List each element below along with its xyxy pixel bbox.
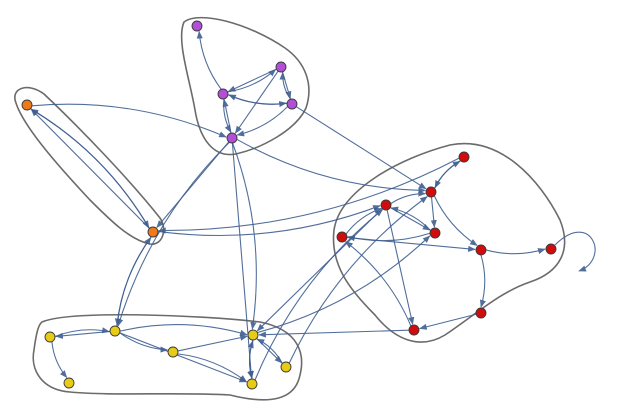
node-R7: [475, 307, 487, 319]
edge-P4-P5: [236, 106, 289, 137]
edge-R2-R1: [433, 160, 461, 189]
node-Y4: [247, 329, 259, 341]
node-Y5: [246, 378, 258, 390]
edge-Y5-R9: [254, 209, 384, 381]
edge-R1-R2: [434, 160, 461, 189]
node-P4: [286, 98, 298, 110]
edge-P5-R2: [236, 138, 426, 194]
node-R2: [425, 186, 437, 198]
edge-Y4-Y6: [256, 338, 283, 364]
edge-R4-R9: [345, 207, 382, 235]
edge-Y6-Y4: [256, 338, 283, 364]
edge-P5-Y2: [117, 141, 230, 327]
node-R3: [429, 227, 441, 239]
edge-Y7-Y5: [177, 353, 248, 383]
yellow-cluster-hull: [32, 313, 303, 401]
node-R5: [475, 244, 487, 256]
orange-cluster-hull: [14, 86, 165, 245]
node-Y2: [109, 325, 121, 337]
edge-Y4-R3: [257, 235, 431, 334]
edge-Y2-Y5: [119, 332, 248, 383]
node-R8: [408, 324, 420, 336]
edge-R9-R8: [386, 209, 415, 325]
node-layer: [21, 20, 557, 390]
node-P1: [191, 20, 203, 32]
edge-O2-R9: [157, 205, 381, 237]
edge-R3-R4: [347, 232, 431, 242]
edge-R9-Y4: [256, 208, 383, 332]
node-O2: [147, 226, 159, 238]
edge-R1-O2: [158, 157, 460, 234]
purple-cluster-hull: [180, 16, 310, 156]
edge-P3-P1: [196, 30, 222, 90]
edge-P5-Y5: [231, 142, 255, 379]
edge-R2-R3: [430, 196, 437, 228]
node-Y6: [280, 361, 292, 373]
red-cluster-hull: [332, 142, 566, 343]
edge-P4-R2: [295, 106, 427, 190]
edge-R8-R4: [345, 241, 412, 327]
node-Y3: [63, 377, 75, 389]
edge-R2-R5: [433, 195, 478, 246]
edge-P5-Y4: [232, 142, 257, 330]
edge-P4-P3: [228, 94, 288, 105]
edge-P2-P4: [281, 71, 292, 99]
edge-layer: [30, 30, 596, 383]
node-R4: [336, 231, 348, 243]
edge-Y2-Y1: [55, 330, 111, 339]
edge-R9-R2: [390, 190, 427, 205]
edge-O2-O1: [30, 108, 150, 229]
edge-P2-P5: [234, 70, 279, 134]
edge-Y2-Y7: [119, 332, 169, 353]
node-P2: [275, 61, 287, 73]
node-P5: [226, 132, 238, 144]
edge-O1-O2: [30, 108, 150, 229]
edge-Y1-Y3: [51, 341, 68, 379]
edge-Y6-R2: [288, 196, 428, 364]
edge-O1-P5: [31, 103, 227, 138]
node-P3: [217, 88, 229, 100]
edge-R5-R6: [485, 248, 546, 255]
node-R1: [458, 151, 470, 163]
node-O1: [21, 99, 33, 111]
edge-R4-R5: [346, 236, 476, 252]
edge-R9-R3: [390, 207, 431, 231]
edge-R6-R6: [554, 231, 596, 272]
edge-R5-R7: [479, 254, 486, 308]
edge-R3-R9: [390, 206, 432, 231]
edge-R7-R8: [419, 313, 477, 330]
node-Y7: [167, 346, 179, 358]
node-Y1: [44, 331, 56, 343]
edge-P2-P3: [227, 68, 277, 92]
edge-P3-P2: [227, 69, 277, 93]
edge-R8-Y4: [258, 329, 410, 338]
edge-P3-P5: [223, 98, 232, 133]
edge-Y2-O2: [116, 236, 152, 327]
edge-Y2-Y4: [119, 324, 248, 336]
edge-Y7-Y4: [177, 334, 248, 352]
node-R6: [545, 243, 557, 255]
node-R9: [380, 199, 392, 211]
